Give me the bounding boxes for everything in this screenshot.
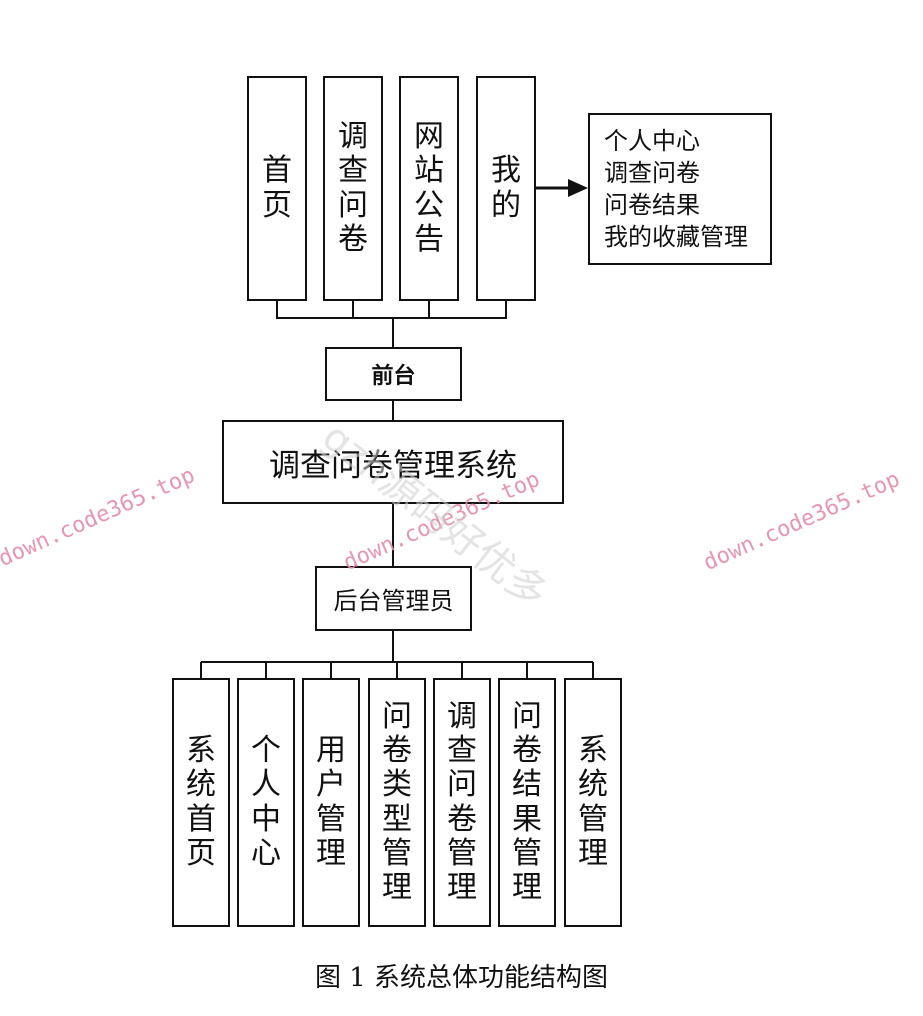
module-label-char: 统 [186, 767, 216, 803]
module-label-char: 管 [447, 835, 477, 871]
module-label-char: 问 [338, 187, 368, 223]
submenu-item: 个人中心 [604, 127, 700, 155]
module-label-char: 公 [414, 187, 444, 223]
module-label-char: 我 [491, 153, 521, 189]
module-label-char: 管 [382, 835, 412, 871]
module-label-char: 调 [447, 698, 477, 734]
submenu-item: 调查问卷 [604, 159, 700, 187]
module-label-char: 问 [382, 698, 412, 734]
module-label-char: 首 [186, 801, 216, 837]
module-label-char: 用 [316, 733, 346, 769]
admin-node: 后台管理员 [315, 566, 472, 631]
module-label-char: 个 [251, 733, 281, 769]
module-label-char: 统 [578, 767, 608, 803]
module-label-char: 理 [316, 835, 346, 871]
backend-module-surveys: 调查问卷管理 [433, 678, 491, 927]
module-label-char: 类 [382, 767, 412, 803]
frontend-label: 前台 [371, 364, 416, 389]
backend-module-dashboard: 系统首页 [172, 678, 230, 927]
system-node: 调查问卷管理系统 [222, 420, 564, 504]
module-label-char: 管 [512, 835, 542, 871]
module-label-char: 问 [447, 767, 477, 803]
module-label-char: 查 [447, 733, 477, 769]
module-label-char: 户 [316, 767, 346, 803]
module-label-char: 卷 [447, 801, 477, 837]
module-label-char: 调 [338, 119, 368, 155]
backend-module-system: 系统管理 [564, 678, 622, 927]
module-label-char: 理 [447, 869, 477, 905]
frontend-module-mine: 我的 [476, 76, 536, 301]
module-label-char: 管 [316, 801, 346, 837]
module-label-char: 站 [414, 153, 444, 189]
module-label-char: 卷 [512, 733, 542, 769]
module-label-char: 心 [251, 835, 281, 871]
module-label-char: 告 [414, 221, 444, 257]
module-label-char: 管 [578, 801, 608, 837]
module-label-char: 型 [382, 801, 412, 837]
module-label-char: 卷 [382, 733, 412, 769]
module-label-char: 页 [186, 835, 216, 871]
backend-module-results: 问卷结果管理 [498, 678, 556, 927]
submenu-item: 我的收藏管理 [604, 223, 748, 251]
frontend-module-announcement: 网站公告 [399, 76, 459, 301]
module-label-char: 理 [512, 869, 542, 905]
mine-submenu-box: 个人中心 调查问卷 问卷结果 我的收藏管理 [588, 113, 772, 265]
backend-module-survey-types: 问卷类型管理 [368, 678, 426, 927]
submenu-item: 问卷结果 [604, 191, 700, 219]
system-title: 调查问卷管理系统 [269, 447, 517, 484]
module-label-char: 网 [414, 119, 444, 155]
module-label-char: 卷 [338, 221, 368, 257]
module-label-char: 页 [262, 187, 292, 223]
module-label-char: 中 [251, 801, 281, 837]
module-label-char: 结 [512, 767, 542, 803]
module-label-char: 理 [578, 835, 608, 871]
module-label-char: 问 [512, 698, 542, 734]
backend-module-profile: 个人中心 [237, 678, 295, 927]
module-label-char: 查 [338, 153, 368, 189]
module-label-char: 系 [578, 733, 608, 769]
frontend-node: 前台 [325, 347, 462, 401]
figure-caption: 图 1 系统总体功能结构图 [314, 963, 609, 993]
module-label-char: 人 [251, 767, 281, 803]
backend-module-users: 用户管理 [302, 678, 360, 927]
frontend-module-home: 首页 [247, 76, 307, 301]
frontend-bus [276, 300, 507, 662]
module-label-char: 的 [491, 187, 521, 223]
module-label-char: 果 [512, 801, 542, 837]
module-label-char: 系 [186, 733, 216, 769]
frontend-module-survey: 调查问卷 [323, 76, 383, 301]
arrow-to-submenu [535, 179, 588, 197]
module-label-char: 理 [382, 869, 412, 905]
admin-label: 后台管理员 [333, 587, 454, 615]
backend-bus [200, 661, 594, 679]
module-label-char: 首 [262, 153, 292, 189]
